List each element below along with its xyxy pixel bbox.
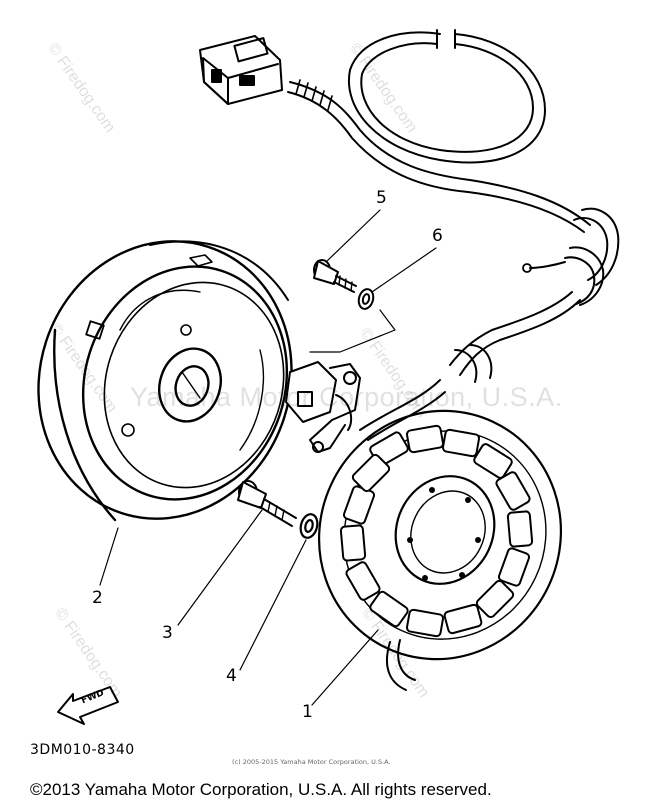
callout-6: 6	[432, 226, 443, 246]
leader-lines	[99, 209, 437, 706]
part-code: 3DM010-8340	[30, 742, 135, 758]
rotor-flywheel	[37, 240, 293, 522]
pickup-coil	[285, 361, 361, 453]
callout-1: 1	[302, 702, 313, 722]
footer-copyright: ©2013 Yamaha Motor Corporation, U.S.A. A…	[30, 780, 492, 799]
pickup-bolt	[313, 259, 357, 293]
watermark-yamaha: Yamaha Motor Corporation, U.S.A.	[130, 382, 563, 412]
pickup-washer	[357, 288, 375, 310]
stator-coil	[317, 409, 563, 691]
callout-3: 3	[162, 623, 173, 643]
wire-harness	[287, 29, 620, 441]
wire-connector	[199, 35, 283, 105]
diagram-copyright: (c) 2005-2015 Yamaha Motor Corporation, …	[232, 758, 391, 766]
rotor-bolt	[237, 480, 297, 527]
callout-5: 5	[376, 188, 387, 208]
callout-2: 2	[92, 588, 103, 608]
callout-4: 4	[226, 666, 237, 686]
rotor-washer	[299, 513, 319, 539]
fwd-direction-arrow	[57, 686, 119, 725]
